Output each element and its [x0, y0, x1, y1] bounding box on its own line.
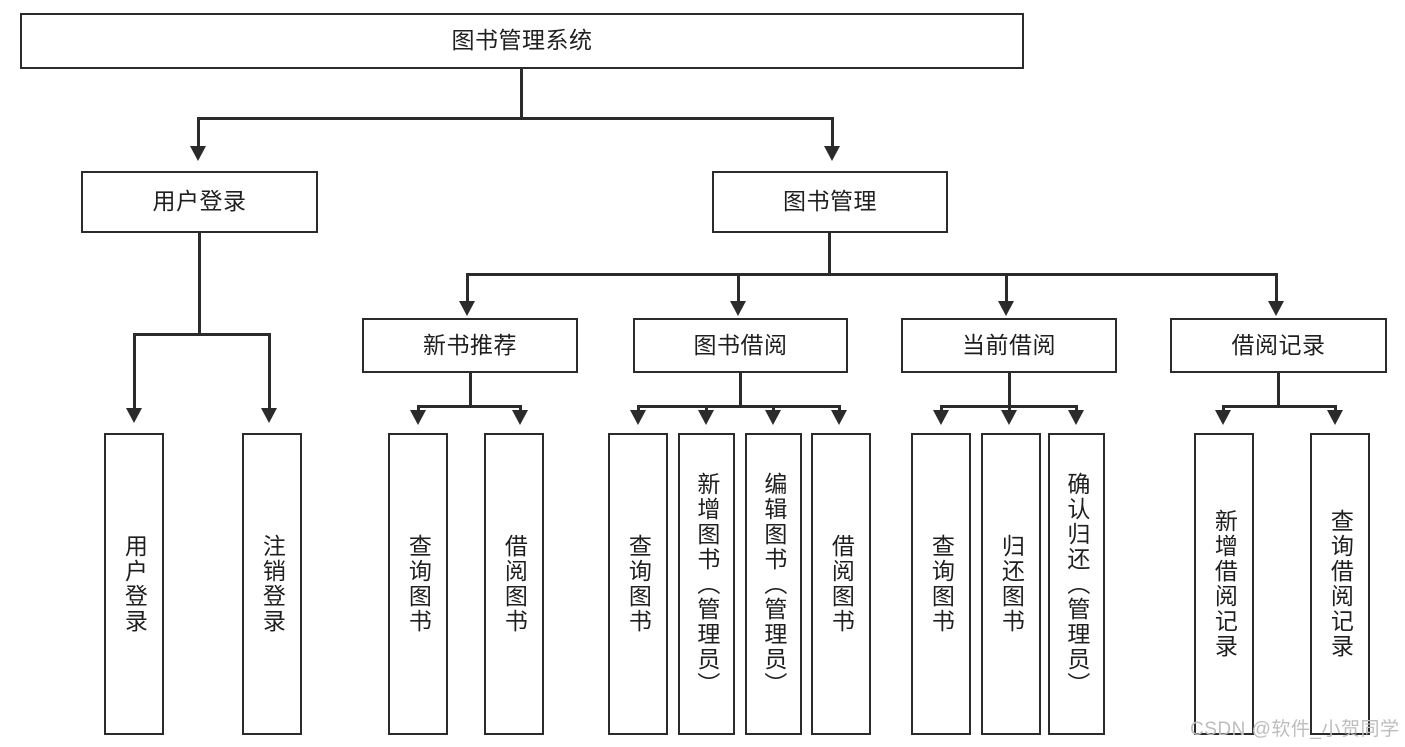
edge-root-to-book-manage: [831, 117, 834, 149]
edge-to-leaf-bb-edit: [772, 405, 775, 413]
node-label: 用户登录: [121, 534, 148, 634]
edge-root-bus: [197, 117, 834, 120]
node-label: 注销登录: [259, 534, 286, 634]
node-label: 借阅记录: [1231, 331, 1326, 358]
edge-to-leaf-nbr-borrow: [519, 405, 522, 413]
arrowhead-leaf-br-add: [1215, 410, 1231, 425]
node-label: 图书借阅: [693, 331, 788, 358]
edge-to-leaf-nbr-query: [417, 405, 420, 413]
node-label: 新增借阅记录: [1211, 509, 1238, 659]
edge-to-book-borrow: [737, 273, 740, 304]
leaf-bb-borrow-book[interactable]: 借阅图书: [811, 433, 871, 735]
edge-book-borrow-bus: [637, 405, 841, 408]
edge-user-login-stem: [198, 233, 201, 336]
edge-book-manage-stem: [828, 233, 831, 275]
arrowhead-book-manage: [824, 146, 840, 161]
node-label: 图书管理: [783, 188, 877, 215]
edge-borrow-record-stem: [1277, 373, 1280, 407]
node-label: 归还图书: [998, 534, 1025, 634]
node-label: 用户登录: [152, 188, 247, 215]
edge-new-book-recommend-bus: [417, 405, 522, 408]
arrowhead-leaf-bb-borrow: [831, 410, 847, 425]
arrowhead-leaf-nbr-borrow: [512, 410, 528, 425]
arrowhead-leaf-user-login: [126, 408, 142, 423]
csdn-watermark: CSDN @软件_小贺同学: [1190, 719, 1400, 740]
node-borrow-record[interactable]: 借阅记录: [1170, 318, 1387, 373]
arrowhead-leaf-logout: [261, 408, 277, 423]
node-current-borrow[interactable]: 当前借阅: [901, 318, 1117, 373]
edge-to-leaf-cb-query: [940, 405, 943, 413]
arrowhead-leaf-bb-query: [630, 410, 646, 425]
arrowhead-leaf-nbr-query: [410, 410, 426, 425]
node-label: 图书管理系统: [451, 27, 593, 54]
edge-to-leaf-bb-borrow: [838, 405, 841, 413]
edge-to-borrow-record: [1275, 273, 1278, 304]
node-new-book-recommend[interactable]: 新书推荐: [362, 318, 578, 373]
node-label: 查询借阅记录: [1327, 509, 1354, 659]
node-label: 新书推荐: [423, 331, 517, 358]
leaf-bb-add-book[interactable]: 新增图书（管理员）: [678, 433, 735, 735]
node-label: 确认归还（管理员）: [1063, 471, 1090, 697]
leaf-br-add-record[interactable]: 新增借阅记录: [1194, 433, 1254, 735]
node-label: 借阅图书: [501, 534, 528, 634]
node-label: 查询图书: [928, 534, 955, 634]
leaf-cb-return-book[interactable]: 归还图书: [981, 433, 1041, 735]
arrowhead-book-borrow: [730, 301, 746, 316]
arrowhead-current-borrow: [998, 301, 1014, 316]
node-user-login[interactable]: 用户登录: [81, 171, 318, 233]
leaf-br-query-record[interactable]: 查询借阅记录: [1310, 433, 1370, 735]
node-label: 查询图书: [625, 534, 652, 634]
leaf-cb-confirm-return[interactable]: 确认归还（管理员）: [1048, 433, 1105, 735]
node-label: 查询图书: [405, 534, 432, 634]
arrowhead-leaf-br-query: [1327, 410, 1343, 425]
leaf-user-login[interactable]: 用户登录: [104, 433, 164, 735]
node-book-manage[interactable]: 图书管理: [712, 171, 948, 233]
arrowhead-user-login: [190, 146, 206, 161]
arrowhead-leaf-cb-return: [1001, 410, 1017, 425]
edge-root-stem: [520, 69, 523, 119]
edge-to-leaf-cb-return: [1008, 405, 1011, 413]
edge-book-borrow-stem: [739, 373, 742, 407]
edge-book-manage-bus: [466, 273, 1278, 276]
node-label: 借阅图书: [828, 534, 855, 634]
edge-user-login-bus: [133, 333, 270, 336]
leaf-nbr-query-book[interactable]: 查询图书: [388, 433, 448, 735]
edge-to-leaf-br-add: [1222, 405, 1225, 413]
leaf-nbr-borrow-book[interactable]: 借阅图书: [484, 433, 544, 735]
edge-to-leaf-bb-query: [637, 405, 640, 413]
edge-new-book-recommend-stem: [469, 373, 472, 407]
edge-borrow-record-bus: [1222, 405, 1337, 408]
leaf-cb-query-book[interactable]: 查询图书: [911, 433, 971, 735]
leaf-bb-query-book[interactable]: 查询图书: [608, 433, 668, 735]
arrowhead-leaf-bb-add: [698, 410, 714, 425]
node-label: 当前借阅: [962, 331, 1056, 358]
arrowhead-leaf-cb-query: [933, 410, 949, 425]
edge-current-borrow-stem: [1008, 373, 1011, 407]
edge-root-to-user-login: [197, 117, 200, 149]
edge-to-leaf-br-query: [1334, 405, 1337, 413]
edge-to-new-book-recommend: [466, 273, 469, 304]
arrowhead-leaf-cb-confirm: [1068, 410, 1084, 425]
edge-to-current-borrow: [1005, 273, 1008, 304]
node-book-borrow[interactable]: 图书借阅: [633, 318, 848, 373]
edge-to-leaf-user-login: [133, 333, 136, 411]
node-root-system[interactable]: 图书管理系统: [20, 13, 1024, 69]
edge-to-leaf-cb-confirm: [1075, 405, 1078, 413]
node-label: 新增图书（管理员）: [693, 471, 720, 697]
arrowhead-borrow-record: [1268, 301, 1284, 316]
leaf-bb-edit-book[interactable]: 编辑图书（管理员）: [745, 433, 802, 735]
node-label: 编辑图书（管理员）: [760, 471, 787, 697]
edge-to-leaf-bb-add: [705, 405, 708, 413]
edge-to-leaf-logout: [268, 333, 271, 411]
arrowhead-new-book-recommend: [459, 301, 475, 316]
arrowhead-leaf-bb-edit: [765, 410, 781, 425]
leaf-logout[interactable]: 注销登录: [242, 433, 302, 735]
